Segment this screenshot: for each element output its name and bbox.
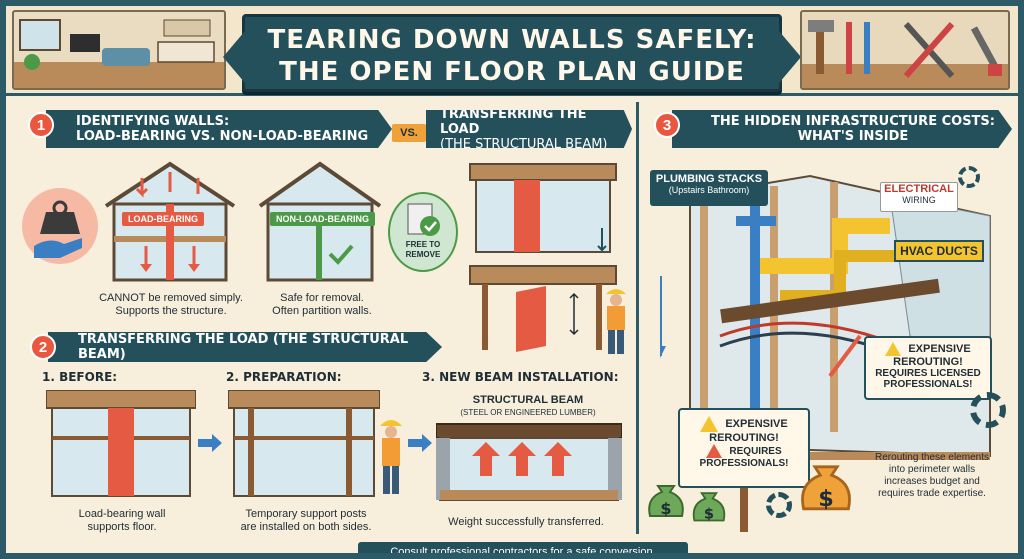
badge-line1: FREE TO [405,240,441,249]
worker-figure [598,286,634,356]
step-3-caption: Weight successfully transferred. [448,516,604,528]
non-load-caption-line2: Often partition walls. [272,305,372,317]
living-room-illustration [12,10,226,90]
step-1-diagram [46,390,196,500]
rerouting-line3: increases budget and [884,476,980,487]
step-1-caption-line2: supports floor. [87,521,157,533]
tools-illustration [800,10,1010,90]
worker-figure-2 [374,416,408,496]
sign-line4: PROFESSIONALS! [699,458,789,469]
section-3-heading: THE HIDDEN INFRASTRUCTURE COSTS: WHAT'S … [672,110,1012,148]
title-line-2: THE OPEN FLOOR PLAN GUIDE [279,57,745,87]
non-load-caption-line1: Safe for removal. [280,292,364,304]
load-caption-line1: CANNOT be removed simply. [99,292,243,304]
money-bag-icon: $ [646,476,686,522]
free-to-remove-badge: FREE TO REMOVE [388,192,458,272]
beam-after-diagram [468,262,618,354]
gear-icon [766,492,792,518]
electrical-line1: ELECTRICAL [884,183,954,195]
badge-line2: REMOVE [405,250,441,259]
transfer-heading-line1: TRANSFERRING THE LOAD [440,106,587,137]
rerouting-line2: into perimeter walls [888,464,976,475]
warning-sign: EXPENSIVE REROUTING! REQUIRES PROFESSION… [678,408,810,488]
note-line4: PROFESSIONALS! [883,379,973,390]
money-bag-icon: $ [690,484,728,526]
rerouting-note: Rerouting these elements into perimeter … [858,452,1006,512]
step-2-label: 2. PREPARATION: [226,370,342,384]
expensive-rerouting-note: EXPENSIVE REROUTING! REQUIRES LICENSED P… [864,336,992,400]
rerouting-line4: requires trade expertise. [878,488,986,499]
transfer-load-heading: TRANSFERRING THE LOAD (THE STRUCTURAL BE… [426,110,632,148]
beam-sublabel: (STEEL OR ENGINEERED LUMBER) [460,408,596,417]
weight-in-hand-icon [20,186,100,266]
section-2-heading: TRANSFERRING THE LOAD (THE STRUCTURAL BE… [48,332,442,362]
section-3-heading-line1: THE HIDDEN INFRASTRUCTURE COSTS: [711,114,995,129]
footer-note: Consult professional contractors for a s… [358,542,688,553]
step-3-diagram [436,420,622,504]
section-1-heading-line1: IDENTIFYING WALLS: [76,114,230,129]
transfer-heading-line2: (THE STRUCTURAL BEAM) [440,136,608,152]
section-2-heading-text: TRANSFERRING THE LOAD (THE STRUCTURAL BE… [78,332,409,362]
step-3-label: 3. NEW BEAM INSTALLATION: [422,370,619,384]
money-bag-icon: $ [798,452,854,518]
stop-icon [706,444,723,458]
step-1-caption-line1: Load-bearing wall [78,508,166,520]
sign-line3: REQUIRES [729,445,782,457]
sign-post [740,488,748,532]
arrow-right-icon [408,434,432,452]
beam-label: STRUCTURAL BEAM [472,394,584,406]
gear-icon [958,166,980,188]
note-line2: REROUTING! [893,356,963,368]
vs-badge: VS. [392,124,426,142]
section-1-heading-line2: LOAD-BEARING VS. NON-LOAD-BEARING [76,129,369,144]
note-line1: EXPENSIVE [908,342,971,355]
svg-text:$: $ [818,486,834,512]
rerouting-line1: Rerouting these elements [875,452,989,463]
load-caption-line2: Supports the structure. [115,305,227,317]
note-line3: REQUIRES LICENSED [875,368,981,379]
step-1-caption: Load-bearing wall supports floor. [42,508,202,534]
section-3-number: 3 [654,112,680,138]
electrical-line2: WIRING [902,195,936,205]
column-divider [636,102,639,534]
section-1-heading: IDENTIFYING WALLS: LOAD-BEARING VS. NON-… [46,110,392,148]
title-banner: TEARING DOWN WALLS SAFELY: THE OPEN FLOO… [223,14,801,92]
plumbing-line1: PLUMBING STACKS [655,173,763,185]
plumbing-line2: (Upstairs Bathroom) [668,185,750,195]
load-bearing-label: LOAD-BEARING [122,212,204,226]
arrow-right-icon [198,434,222,452]
warning-icon [885,342,902,356]
electrical-label: ELECTRICAL WIRING [880,182,958,212]
step-2-caption-line1: Temporary support posts [245,508,367,520]
section-3-heading-line2: WHAT'S INSIDE [797,129,909,144]
gear-icon [970,392,1006,428]
section-1-number: 1 [28,112,54,138]
sign-line1: EXPENSIVE [725,417,788,430]
load-bearing-caption: CANNOT be removed simply. Supports the s… [66,292,276,318]
step-2-diagram [228,390,380,500]
svg-text:$: $ [704,506,714,523]
sign-line2: REROUTING! [709,432,779,444]
step-2-caption-line2: are installed on both sides. [240,521,372,533]
step-1-label: 1. BEFORE: [42,370,118,384]
beam-before-diagram [468,158,618,258]
svg-text:$: $ [660,499,671,518]
title-line-1: TEARING DOWN WALLS SAFELY: [267,25,757,55]
section-2-number: 2 [30,334,56,360]
step-2-caption: Temporary support posts are installed on… [216,508,396,534]
warning-icon [700,416,719,432]
non-load-bearing-caption: Safe for removal. Often partition walls. [242,292,402,318]
plumbing-label: PLUMBING STACKS (Upstairs Bathroom) [650,170,768,206]
hvac-label: HVAC DUCTS [894,240,984,262]
non-load-bearing-label: NON-LOAD-BEARING [270,212,375,226]
